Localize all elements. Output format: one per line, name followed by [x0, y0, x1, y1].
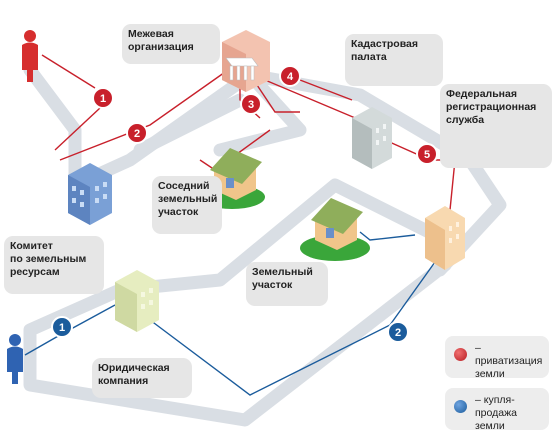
building-icon — [222, 30, 270, 92]
house-icon — [300, 198, 370, 261]
legend-privatization: – приватизация земли — [445, 336, 549, 380]
building-icon — [352, 107, 392, 169]
person-icon — [22, 30, 38, 82]
step-badge-icon: 1 2 3 4 5 1 2 — [51, 65, 438, 343]
step-label: 2 — [395, 327, 401, 339]
step-label: 2 — [134, 128, 140, 140]
red-flow-arrows — [41, 54, 456, 211]
step-label: 5 — [424, 149, 430, 161]
step-label: 4 — [287, 71, 294, 83]
step-label: 1 — [59, 322, 65, 334]
building-icon — [425, 206, 465, 270]
legend-purchase-sale: – купля-продажа земли — [445, 388, 549, 432]
building-icon — [115, 270, 159, 332]
blue-dot-icon — [454, 400, 467, 413]
step-label: 3 — [248, 99, 254, 111]
building-icon — [68, 163, 112, 225]
person-icon — [7, 334, 23, 384]
step-label: 1 — [100, 93, 106, 105]
red-dot-icon — [454, 348, 467, 361]
